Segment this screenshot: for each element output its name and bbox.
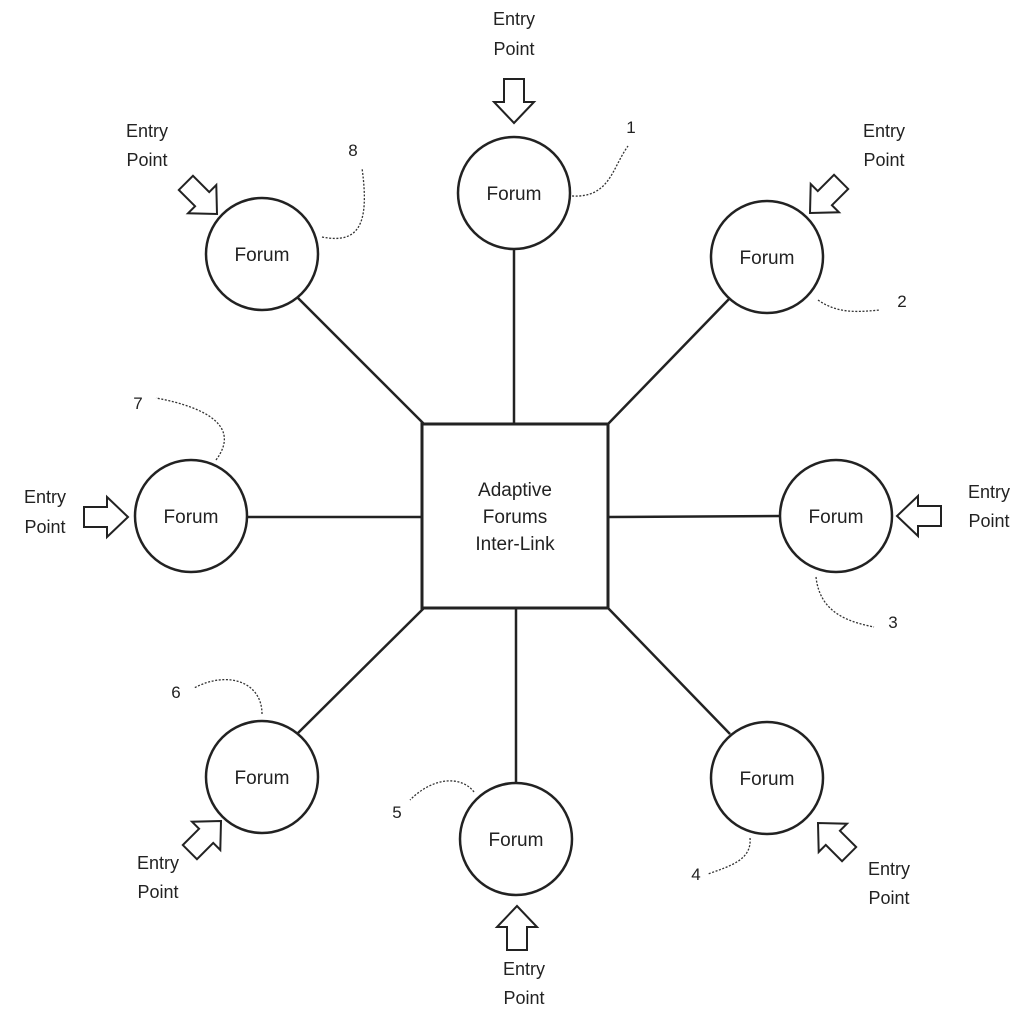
connector-forum-2: [608, 298, 730, 424]
leader-line: [194, 680, 262, 714]
hub-box: Adaptive Forums Inter-Link: [422, 424, 608, 608]
leader-line: [818, 300, 880, 311]
forum-label: Forum: [487, 184, 542, 205]
entry-point-label-5: Entry Point: [503, 959, 545, 1008]
hub-label-line-3: Inter-Link: [475, 534, 555, 555]
leader-line: [156, 398, 224, 460]
ref-number: 6: [171, 683, 180, 702]
forum-node-7: Forum: [135, 460, 247, 572]
reference-numeral-4: 4: [691, 838, 750, 884]
forum-label: Forum: [740, 769, 795, 790]
entry-point-label-4: Entry Point: [868, 859, 910, 908]
forum-node-4: Forum: [711, 722, 823, 834]
reference-numeral-8: 8: [322, 141, 364, 238]
forum-node-2: Forum: [711, 201, 823, 313]
ref-number: 8: [348, 141, 357, 160]
connector-forum-4: [608, 608, 730, 734]
entry-label-line-1: Entry: [863, 121, 905, 141]
entry-label-line-1: Entry: [493, 9, 535, 29]
entry-label-line-1: Entry: [968, 482, 1010, 502]
entry-label-line-1: Entry: [868, 859, 910, 879]
entry-arrow-icon: [897, 496, 941, 536]
ref-number: 4: [691, 865, 700, 884]
entry-label-line-2: Point: [137, 882, 178, 902]
entry-label-line-2: Point: [863, 150, 904, 170]
entry-label-line-1: Entry: [137, 853, 179, 873]
entry-arrow-icon: [84, 497, 128, 537]
entry-label-line-1: Entry: [503, 959, 545, 979]
leader-line: [410, 781, 474, 800]
forum-label: Forum: [809, 507, 864, 528]
ref-number: 1: [626, 118, 635, 137]
hub-label-line-2: Forums: [483, 507, 547, 528]
connector-forum-3: [608, 516, 781, 517]
entry-point-label-3: Entry Point: [968, 482, 1010, 531]
entry-label-line-2: Point: [24, 517, 65, 537]
entry-arrow-icon: [494, 79, 534, 123]
forum-node-3: Forum: [780, 460, 892, 572]
entry-point-label-6: Entry Point: [137, 853, 179, 902]
forum-label: Forum: [164, 507, 219, 528]
forum-node-8: Forum: [206, 198, 318, 310]
forum-node-1: Forum: [458, 137, 570, 249]
reference-numeral-6: 6: [171, 680, 262, 714]
leader-line: [708, 838, 750, 874]
ref-number: 2: [897, 292, 906, 311]
entry-label-line-1: Entry: [126, 121, 168, 141]
entry-point-label-7: Entry Point: [24, 487, 66, 537]
forum-label: Forum: [235, 768, 290, 789]
entry-arrow-icon: [497, 906, 537, 950]
reference-numeral-7: 7: [133, 394, 224, 460]
entry-label-line-2: Point: [503, 988, 544, 1008]
leader-line: [322, 168, 364, 238]
entry-point-label-1: Entry Point: [493, 9, 535, 59]
reference-numeral-5: 5: [392, 781, 474, 822]
leader-line: [572, 146, 628, 196]
forum-node-6: Forum: [206, 721, 318, 833]
entry-label-line-2: Point: [493, 39, 534, 59]
hub-label-line-1: Adaptive: [478, 480, 552, 501]
ref-number: 5: [392, 803, 401, 822]
forum-label: Forum: [740, 248, 795, 269]
entry-point-label-8: Entry Point: [126, 121, 168, 170]
ref-number: 7: [133, 394, 142, 413]
entry-label-line-2: Point: [968, 511, 1009, 531]
entry-label-line-1: Entry: [24, 487, 66, 507]
connector-forum-8: [298, 298, 424, 424]
entry-arrow-icon: [804, 809, 863, 868]
forum-label: Forum: [489, 830, 544, 851]
entry-point-label-2: Entry Point: [863, 121, 905, 170]
forum-label: Forum: [235, 245, 290, 266]
connector-forum-6: [298, 608, 424, 733]
reference-numeral-1: 1: [572, 118, 636, 196]
entry-label-line-2: Point: [126, 150, 167, 170]
forum-node-5: Forum: [460, 783, 572, 895]
ref-number: 3: [888, 613, 897, 632]
reference-numeral-2: 2: [818, 292, 907, 311]
reference-numeral-3: 3: [816, 577, 898, 632]
leader-line: [816, 577, 874, 627]
entry-label-line-2: Point: [868, 888, 909, 908]
